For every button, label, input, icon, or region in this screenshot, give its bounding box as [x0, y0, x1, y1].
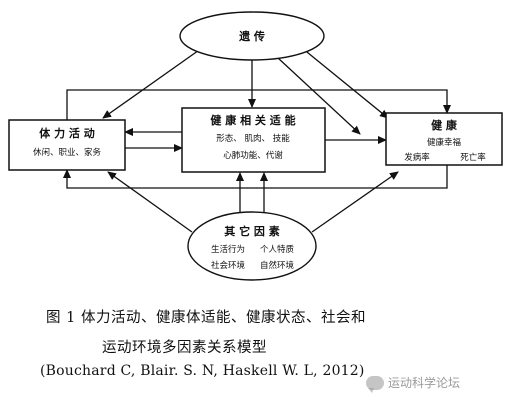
- arrow-heredity-to-health: [301, 47, 389, 119]
- arrow-other-to-health: [311, 171, 399, 233]
- figure-caption-line-2: 运动环境多因素关系模型: [102, 340, 267, 356]
- node-activity-title: 体 力 活 动: [39, 126, 95, 140]
- arrow-heredity-to-activity: [102, 47, 203, 119]
- node-other-factors: 其 它 因 素 生活行为 个人特质 社会环境 自然环境: [187, 211, 317, 281]
- node-activity-sub: 休闲、职业、家务: [33, 147, 102, 158]
- node-other-sub1a: 生活行为: [211, 244, 245, 255]
- arrow-activity-to-health-top: [66, 89, 451, 120]
- node-activity: 体 力 活 动 休闲、职业、家务: [8, 119, 126, 171]
- figure-citation: (Bouchard C, Blair. S. N, Haskell W. L, …: [40, 363, 365, 379]
- node-other-sub1b: 个人特质: [260, 244, 295, 255]
- arrow-health-to-activity-bottom: [63, 165, 448, 189]
- node-fitness: 健 康 相 关 适 能 形态、 肌肉、 技能 心肺功能、代谢: [181, 107, 326, 173]
- watermark-text: 运动科学论坛: [388, 376, 461, 390]
- node-fitness-sub2: 心肺功能、代谢: [223, 150, 283, 161]
- node-health-title: 健 康: [431, 118, 458, 132]
- arrow-heredity-to-fitness-right: [277, 57, 361, 135]
- figure-caption-line-1: 图 1 体力活动、健康体适能、健康状态、社会和: [46, 310, 366, 326]
- watermark: 运动科学论坛: [366, 374, 461, 393]
- arrow-other-to-activity: [107, 171, 193, 233]
- chat-bubble-icon: [366, 375, 384, 393]
- node-fitness-sub1: 形态、 肌肉、 技能: [216, 133, 290, 144]
- node-health-sub1: 健康幸福: [427, 137, 461, 148]
- node-fitness-title: 健 康 相 关 适 能: [210, 113, 295, 127]
- node-other-title: 其 它 因 素: [224, 224, 280, 238]
- node-other-sub2a: 社会环境: [211, 260, 246, 271]
- node-heredity: 遗 传: [179, 11, 325, 61]
- node-health-sub2b: 死亡率: [460, 152, 486, 163]
- node-other-sub2b: 自然环境: [260, 260, 295, 271]
- relationship-diagram: 遗 传 体 力 活 动 休闲、职业、家务 健 康 相 关 适 能 形态、 肌肉、…: [8, 11, 503, 281]
- node-health-sub2a: 发病率: [404, 152, 430, 163]
- node-heredity-title: 遗 传: [238, 29, 265, 43]
- node-health: 健 康 健康幸福 发病率 死亡率: [385, 112, 503, 166]
